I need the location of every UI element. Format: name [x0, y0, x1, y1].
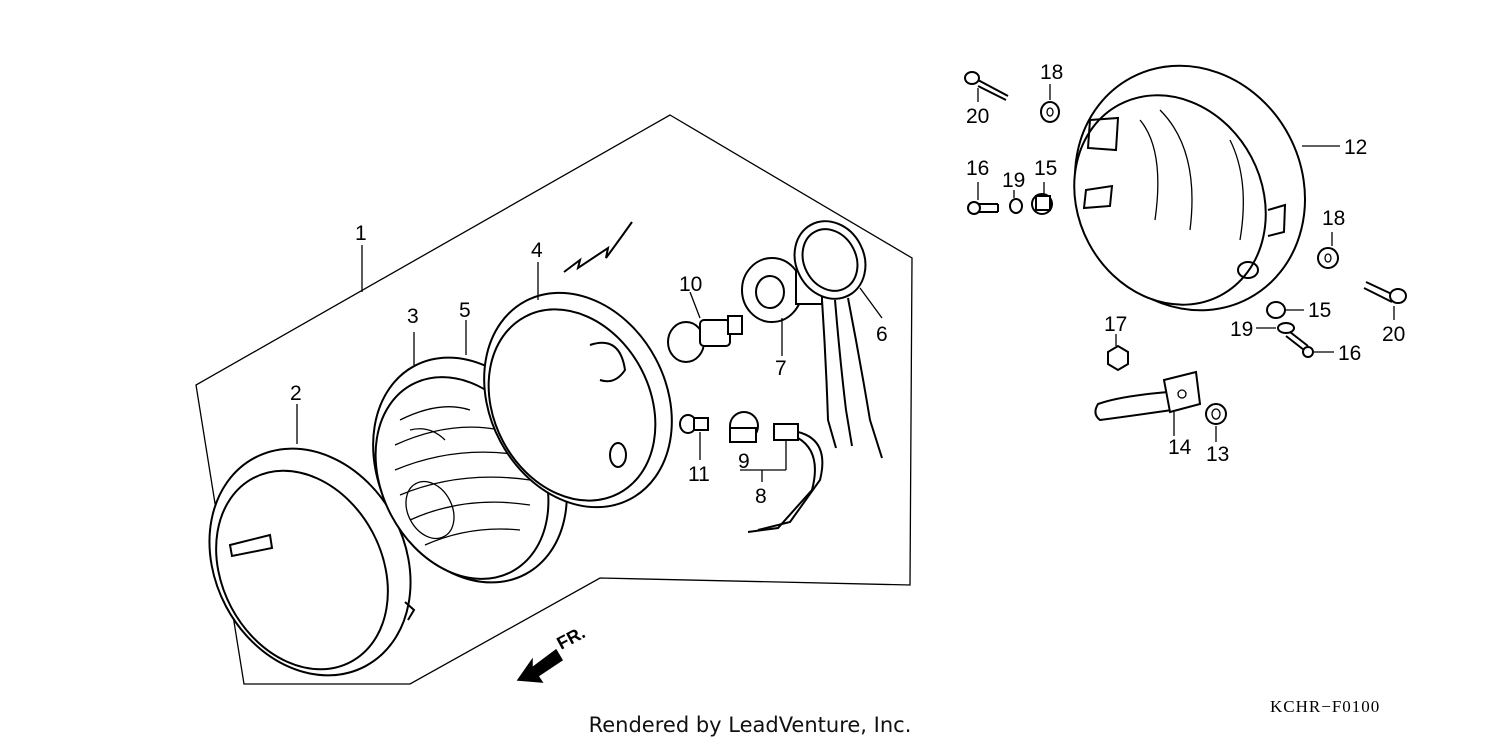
headlight-case[interactable]: [1032, 25, 1347, 351]
screw-left[interactable]: [967, 201, 999, 215]
headlight-rim[interactable]: [171, 413, 450, 711]
callout-18-left: 18: [1040, 61, 1063, 84]
socket-seal[interactable]: [781, 209, 879, 312]
callout-15-left: 15: [1034, 157, 1057, 180]
callout-20-left: 20: [966, 105, 989, 128]
mounting-ring[interactable]: [448, 260, 709, 540]
callout-19-left: 19: [1002, 169, 1025, 192]
callout-7: 7: [775, 357, 787, 380]
credit-text: Rendered by LeadVenture, Inc.: [588, 713, 912, 737]
callout-6: 6: [876, 323, 888, 346]
callout-14: 14: [1168, 436, 1192, 459]
callout-5: 5: [459, 299, 471, 322]
front-direction-arrow: FR.: [516, 622, 588, 683]
callout-16-left: 16: [966, 157, 989, 180]
bolt-upper-left[interactable]: [964, 71, 1009, 101]
mounting-bracket[interactable]: [1094, 370, 1202, 422]
wire-clip: [563, 221, 633, 273]
callout-9: 9: [738, 450, 750, 473]
washer-upper-left[interactable]: [1040, 101, 1060, 123]
callout-4: 4: [531, 239, 543, 262]
callout-11: 11: [688, 463, 710, 486]
callout-20-right: 20: [1382, 323, 1405, 346]
washer-right[interactable]: [1317, 247, 1339, 269]
screw-right[interactable]: [1285, 331, 1314, 358]
bolt-right[interactable]: [1363, 281, 1407, 304]
callout-17: 17: [1104, 313, 1127, 336]
headlight-bulb[interactable]: [667, 315, 743, 363]
callout-15-right: 15: [1308, 299, 1331, 322]
leader-6: [859, 287, 883, 319]
callout-3: 3: [407, 305, 419, 328]
front-marker-label: FR.: [553, 622, 588, 653]
lockwasher-right[interactable]: [1277, 322, 1295, 334]
callout-13: 13: [1206, 443, 1229, 466]
leader-10: [689, 291, 701, 319]
position-wire-harness[interactable]: [747, 423, 824, 533]
grommet-left[interactable]: [1031, 193, 1053, 215]
position-bulb[interactable]: [679, 414, 709, 434]
callout-18-right: 18: [1322, 207, 1345, 230]
lockwasher-left[interactable]: [1009, 198, 1023, 214]
socket-wires: [821, 297, 883, 459]
assembly-outline: [195, 114, 913, 685]
collar[interactable]: [1205, 403, 1227, 425]
drawing-code: KCHR−F0100: [1270, 697, 1380, 716]
position-socket[interactable]: [729, 411, 759, 443]
callout-19-right: 19: [1230, 318, 1253, 341]
callout-10: 10: [679, 273, 702, 296]
grommet-right[interactable]: [1266, 301, 1286, 319]
callout-1: 1: [355, 222, 367, 245]
callout-12: 12: [1344, 136, 1367, 159]
nut[interactable]: [1107, 344, 1129, 372]
callout-8: 8: [755, 485, 767, 508]
callout-16-right: 16: [1338, 342, 1361, 365]
callout-2: 2: [290, 382, 302, 405]
